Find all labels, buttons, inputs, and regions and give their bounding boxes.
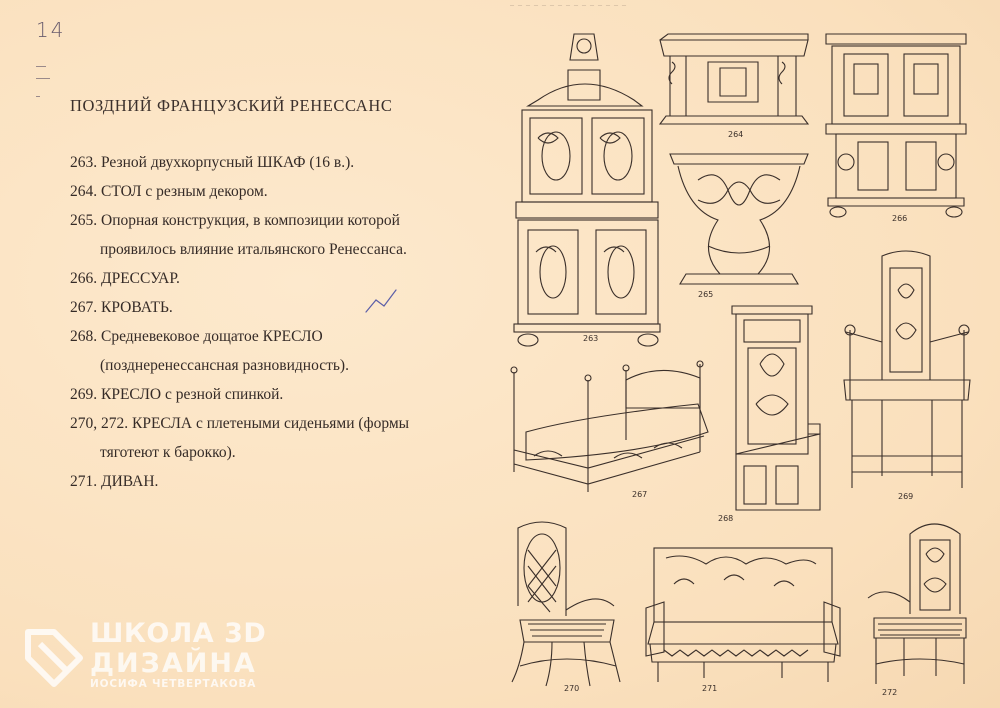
plate-number: 270 [564,684,580,693]
plate-number: 271 [702,684,718,693]
page-number: 14 [36,18,66,42]
margin-mark [36,78,50,79]
plate-number: 269 [898,492,914,501]
bed-267-illustration: 267 [504,360,714,500]
table-264-illustration: 264 [658,32,810,142]
margin-mark [36,96,40,97]
chair-drawing-icon [731,305,821,511]
plate-number: 264 [728,130,744,139]
armchair-269-illustration: 269 [840,250,974,502]
caption-continuation: проявилось влияние итальянского Ренессан… [100,241,407,258]
caption-266: 266. ДРЕССУАР. [70,270,180,287]
scan-artifact: ‒ ‒ ‒ ‒ ‒ ‒ ‒ ‒ ‒ ‒ ‒ ‒ ‒ ‒ ‒ [510,0,627,9]
pen-mark-icon [365,289,397,313]
support-265-illustration: 265 [668,150,810,300]
watermark-line: ДИЗАЙНА [90,648,257,679]
armchair-272-illustration: 272 [866,514,978,697]
support-drawing-icon [669,153,809,285]
table-drawing-icon [658,33,810,125]
dressoir-266-illustration: 266 [822,30,972,226]
caption-continuation: (позднеренессансная разновидность). [100,357,349,374]
caption-271: 271. ДИВАН. [70,473,159,490]
bed-drawing-icon [510,360,709,492]
caption-list: 263. Резной двухкорпусный ШКАФ (16 в.). … [70,153,490,501]
chair-268-illustration: 268 [718,304,826,524]
sofa-drawing-icon [645,547,841,682]
armchair-270-illustration: 270 [506,516,624,693]
plate-number: 272 [882,688,898,697]
watermark-line: ИОСИФА ЧЕТВЕРТАКОВА [90,678,257,690]
armchair-cane-drawing-icon [511,521,621,687]
plate-number: 267 [632,490,648,499]
caption-263: 263. Резной двухкорпусный ШКАФ (16 в.). [70,154,355,171]
caption-268: 268. Средневековое дощатое КРЕСЛО(поздне… [70,327,490,376]
armchair-drawing-icon [843,250,971,488]
caption-270-272: 270, 272. КРЕСЛА с плетеными сиденьями (… [70,414,490,463]
page-heading: ПОЗДНИЙ ФРАНЦУЗСКИЙ РЕНЕССАНС [70,96,393,115]
dressoir-drawing-icon [825,33,967,218]
cabinet-drawing-icon [513,33,661,347]
caption-264: 264. СТОЛ с резным декором. [70,183,268,200]
margin-mark [36,66,46,67]
caption-267: 267. КРОВАТЬ. [70,299,173,316]
cube-logo-icon [25,629,83,687]
caption-continuation: тяготеют к барокко). [100,444,236,461]
cabinet-263-illustration: 263 [508,30,668,350]
sofa-271-illustration: 271 [644,544,842,694]
plate-number: 268 [718,514,734,523]
caption-265: 265. Опорная конструкция, в композиции к… [70,211,490,260]
plate-number: 266 [892,214,908,223]
caption-269: 269. КРЕСЛО с резной спинкой. [70,386,284,403]
watermark-line: ШКОЛА 3D [90,618,267,649]
plate-number: 263 [583,334,599,343]
armchair-cane-drawing-icon [867,523,967,684]
plate-number: 265 [698,290,714,299]
